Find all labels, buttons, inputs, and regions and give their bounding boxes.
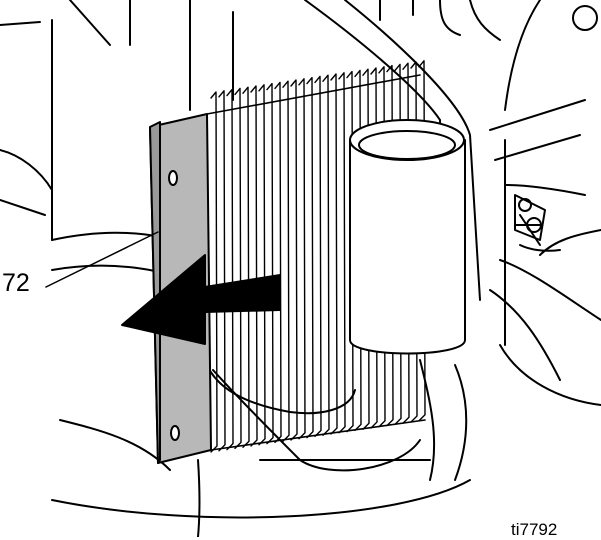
heat-sink-fin — [258, 84, 266, 446]
heat-sink-fin — [298, 78, 306, 440]
callout-leader — [45, 231, 159, 288]
heat-sink-fin — [306, 76, 314, 439]
heat-sink-fin — [210, 91, 218, 453]
arrow-left-icon — [121, 254, 281, 345]
heat-sink-fin — [218, 90, 226, 452]
heat-sink-fin — [330, 73, 338, 435]
heat-sink-edge — [206, 74, 426, 451]
heat-sink-fin — [314, 75, 322, 438]
heat-sink-fin — [322, 74, 330, 436]
cylinder — [349, 119, 466, 355]
heat-sink-fin — [274, 81, 282, 444]
figure-id: ti7792 — [511, 520, 558, 539]
heat-sink-fin — [234, 87, 242, 450]
callout-label: 72 — [2, 269, 30, 297]
heat-sink-fin — [338, 72, 346, 434]
heat-sink-fin — [266, 82, 274, 445]
heat-sink-fin — [250, 85, 258, 447]
heat-sink-fin — [282, 80, 290, 442]
heat-sink-fin — [290, 79, 298, 441]
heat-sink-fin — [226, 88, 234, 451]
fastener — [514, 194, 546, 241]
heat-sink-fin — [242, 86, 250, 448]
